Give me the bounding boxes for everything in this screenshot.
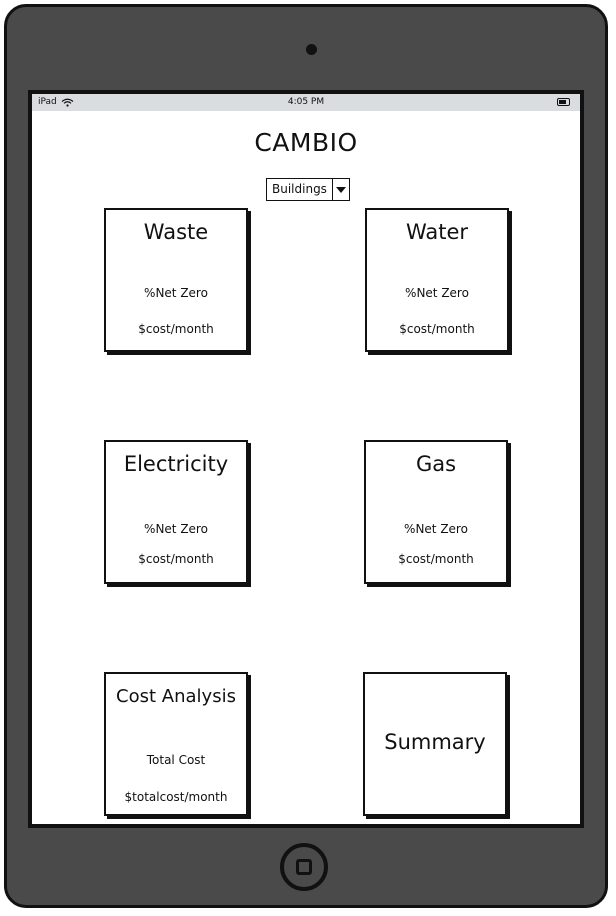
card-total-cost-month: $totalcost/month [124, 790, 228, 804]
card-total-cost: Total Cost [146, 753, 206, 767]
gas-card[interactable]: Gas %Net Zero $cost/month [364, 440, 508, 584]
wifi-icon [61, 98, 74, 107]
card-net-zero: %Net Zero [144, 522, 208, 536]
dropdown-selected: Buildings [272, 182, 327, 196]
buildings-dropdown[interactable]: Buildings [266, 178, 350, 201]
card-title: Waste [143, 220, 209, 244]
card-net-zero: %Net Zero [404, 522, 468, 536]
card-title: Summary [384, 730, 486, 754]
card-cost: $cost/month [138, 322, 214, 336]
card-cost: $cost/month [399, 322, 475, 336]
device-label: iPad [38, 97, 57, 107]
status-time: 4:05 PM [287, 97, 325, 107]
water-card[interactable]: Water %Net Zero $cost/month [365, 208, 509, 352]
screen: iPad 4:05 PM CAMBIO Buildings Waste %Net… [28, 90, 584, 828]
card-title: Electricity [123, 452, 229, 476]
card-title: Cost Analysis [116, 686, 236, 707]
chevron-down-icon [335, 186, 346, 193]
home-button-icon[interactable] [280, 843, 328, 891]
status-bar: iPad 4:05 PM [32, 94, 580, 111]
waste-card[interactable]: Waste %Net Zero $cost/month [104, 208, 248, 352]
summary-card[interactable]: Summary [363, 672, 507, 816]
card-net-zero: %Net Zero [144, 286, 208, 300]
camera-icon [306, 44, 317, 55]
card-cost: $cost/month [398, 552, 474, 566]
card-title: Gas [415, 452, 457, 476]
cost-analysis-card[interactable]: Cost Analysis Total Cost $totalcost/mont… [104, 672, 248, 816]
card-title: Water [405, 220, 469, 244]
electricity-card[interactable]: Electricity %Net Zero $cost/month [104, 440, 248, 584]
home-square-icon [296, 859, 312, 875]
app-title: CAMBIO [254, 128, 358, 157]
dropdown-button[interactable] [331, 179, 349, 200]
card-net-zero: %Net Zero [405, 286, 469, 300]
battery-icon [557, 98, 570, 106]
card-cost: $cost/month [138, 552, 214, 566]
